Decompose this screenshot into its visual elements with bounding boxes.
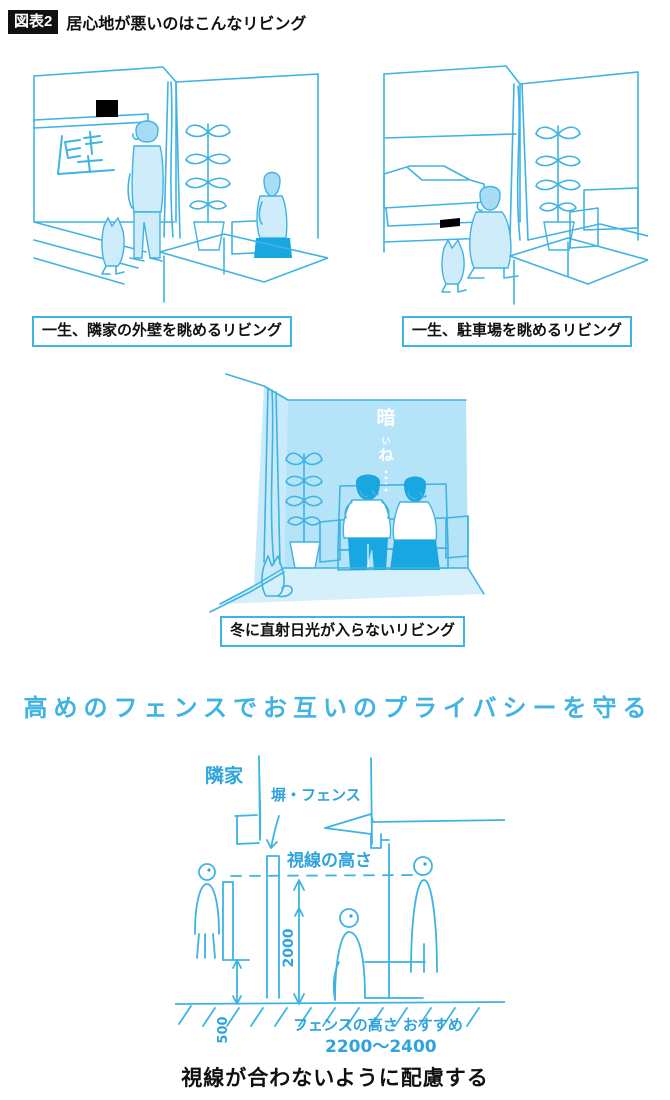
- page-header: 図表2 居心地が悪いのはこんなリビング: [8, 10, 306, 34]
- value-fence-recommend: 2200〜2400: [325, 1037, 437, 1057]
- diagram-fence-privacy: 隣家 塀・フェンス 視線の高さ 2000: [175, 748, 505, 1058]
- caption-parking-lot: 一生、駐車場を眺めるリビング: [402, 316, 633, 347]
- figure-cat: [441, 238, 467, 293]
- label-sightline-height: 視線の高さ: [286, 850, 372, 871]
- caption-neighbor-wall: 一生、隣家の外壁を眺めるリビング: [32, 316, 293, 347]
- dark-room-speech: 暗 い ね: [376, 406, 396, 492]
- figure-neighbor-person: [194, 863, 220, 959]
- label-fence: 塀・フェンス: [271, 786, 361, 804]
- figure-seated-person: [332, 908, 426, 1001]
- figure-cat: [261, 555, 293, 598]
- figure-badge: 図表2: [8, 10, 59, 34]
- dimension-ground-offset: 500: [216, 1016, 231, 1043]
- figure-plant: [535, 125, 581, 251]
- label-fence-recommend: フェンスの高さ おすすめ: [293, 1016, 463, 1034]
- svg-text:ね: ね: [378, 446, 393, 464]
- svg-text:500: 500: [216, 1016, 231, 1043]
- wall-kanji-mark: [57, 131, 115, 175]
- page-title: 居心地が悪いのはこんなリビング: [66, 16, 307, 33]
- figure-own-person: [410, 856, 438, 973]
- bottom-caption: 視線が合わないように配慮する: [181, 1067, 489, 1090]
- figure-plant: [185, 123, 231, 251]
- svg-text:2000: 2000: [281, 928, 297, 967]
- figure-seated-pair: [342, 474, 440, 570]
- illustration-parking-lot: [348, 62, 648, 312]
- label-neighbor-house: 隣家: [205, 764, 244, 787]
- figure-cat: [101, 216, 125, 275]
- illustration-no-sunlight: 暗 い ね: [180, 372, 490, 620]
- svg-text:い: い: [381, 437, 390, 447]
- svg-text:暗: 暗: [376, 406, 395, 429]
- caption-no-sunlight: 冬に直射日光が入らないリビング: [220, 616, 466, 647]
- dimension-fence-height: 2000: [281, 928, 297, 967]
- illustration-neighbor-wall: [28, 62, 328, 312]
- section-headline: 高めのフェンスでお互いのプライバシーを守る: [23, 695, 653, 722]
- figure-standing-man: [127, 120, 164, 262]
- figure-plant: [285, 452, 323, 569]
- figure-seated-person: [231, 171, 292, 258]
